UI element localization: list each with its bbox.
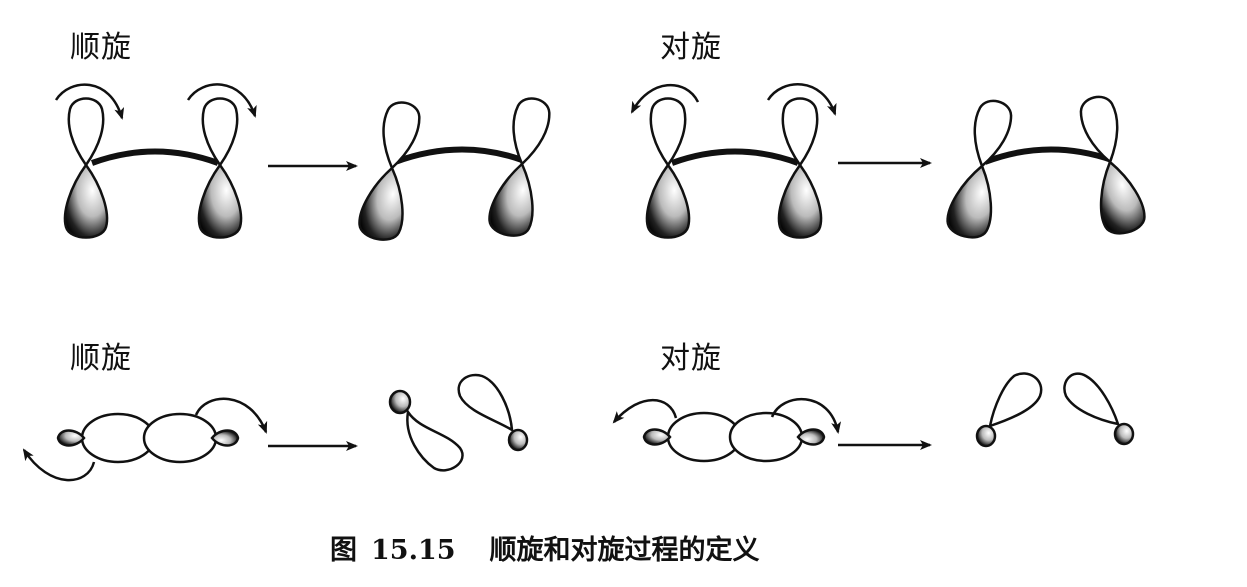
label-disrotatory-top: 对旋: [660, 30, 722, 65]
label-conrotatory-bottom: 顺旋: [70, 341, 132, 376]
disrotatory-start: [630, 83, 837, 239]
conrotatory-endon-end: [388, 373, 529, 472]
label-disrotatory-bottom: 对旋: [660, 341, 722, 376]
caption-number: 15.15: [371, 535, 456, 566]
figure-caption: 图 15.15 顺旋和对旋过程的定义: [330, 528, 760, 567]
rotation-arrow-cw: [186, 83, 257, 118]
disrotatory-endon-start: [612, 397, 842, 463]
caption-prefix: 图: [330, 535, 357, 566]
label-conrotatory-top: 顺旋: [70, 30, 132, 65]
conrotatory-endon-start: [22, 397, 268, 482]
conrotatory-end: [355, 93, 558, 245]
rotation-arrow-cw: [54, 83, 125, 120]
disrotatory-endon-end: [975, 372, 1135, 448]
conrotatory-start: [54, 83, 257, 239]
disrotatory-end: [942, 91, 1150, 243]
rotation-arrow-cw: [766, 83, 837, 116]
caption-text: 顺旋和对旋过程的定义: [489, 535, 760, 566]
rotation-arrow-ccw: [630, 83, 700, 114]
